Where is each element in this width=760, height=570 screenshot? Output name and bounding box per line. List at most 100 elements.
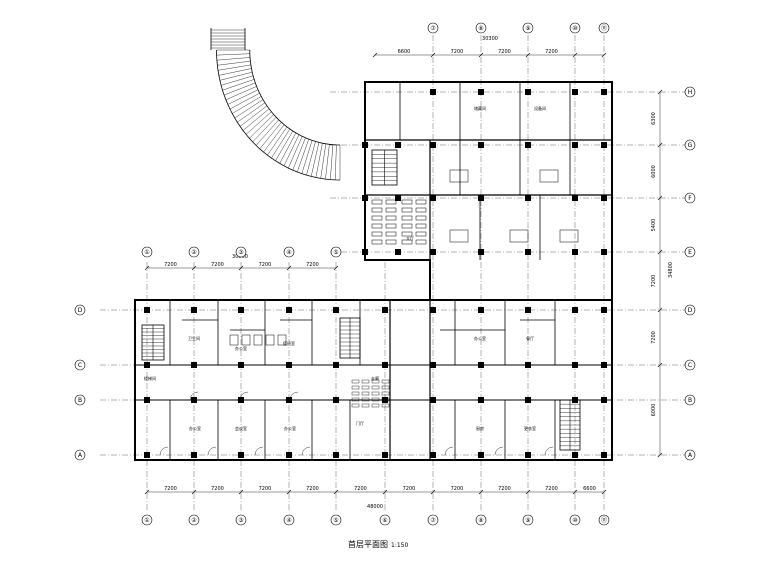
axis-bubble-row-left [74, 304, 86, 316]
ramp-tread [310, 142, 320, 177]
drawing-scale: 1:150 [391, 542, 409, 549]
dim-bottom-tick [525, 489, 531, 495]
axis-bubble-row-left-label: A [78, 452, 83, 459]
column [601, 89, 607, 95]
column [430, 195, 436, 201]
axis-bubble-bottom-label: ⑨ [525, 517, 530, 524]
seat [351, 397, 360, 402]
axis-bubble-left [188, 246, 200, 258]
axis-bubble-top-label: ⑪ [601, 24, 607, 32]
column [430, 307, 436, 313]
desk [401, 215, 413, 221]
axis-bubble-right-label: A [688, 452, 693, 459]
column [572, 249, 578, 255]
column [572, 142, 578, 148]
axis-bubble-bottom-label: ⑪ [601, 516, 607, 524]
column [382, 307, 388, 313]
dim-top-label: 6600 [398, 49, 411, 55]
axis-bubble-right-label: D [688, 307, 693, 314]
column [238, 362, 244, 368]
ramp-tread [259, 122, 282, 149]
ramp-tread [245, 111, 272, 135]
axis-bubble-right-label: E [688, 249, 692, 256]
table [449, 169, 469, 183]
dim-right-label: 6000 [651, 404, 657, 417]
dim-right-tick [657, 362, 663, 368]
desk [415, 223, 427, 229]
ramp-tread [222, 79, 255, 91]
desk [371, 199, 383, 205]
dim-bottom-label: 7200 [306, 486, 319, 492]
desk [401, 223, 413, 229]
seat [361, 397, 370, 402]
axis-bubble-bottom [283, 514, 295, 526]
axis-bubble-bottom-label: ⑦ [430, 517, 436, 524]
column [395, 195, 401, 201]
dim-bottom-label: 7200 [354, 486, 367, 492]
seat [361, 379, 370, 384]
column [525, 452, 531, 458]
column [238, 307, 244, 313]
axis-bubble-right [684, 304, 696, 316]
door-swing [289, 391, 299, 401]
dim-top-overall: 30300 [482, 36, 498, 42]
column [572, 362, 578, 368]
ramp-tread [292, 137, 306, 171]
axis-bubble-left-label: ④ [286, 249, 291, 256]
dim-top-label: 7200 [498, 49, 511, 55]
seat [381, 379, 390, 384]
ramp-tread [288, 136, 303, 169]
seat [371, 391, 380, 396]
column [430, 397, 436, 403]
dim-right-tick [657, 195, 663, 201]
axis-bubble-row-left-label: D [78, 307, 83, 314]
column [478, 452, 484, 458]
table [449, 229, 469, 243]
room-label: 走廊 [371, 375, 379, 381]
axis-bubble-bottom-label: ③ [238, 517, 243, 524]
room-label: 厨房 [476, 425, 484, 431]
ramp-tread [217, 60, 251, 66]
axis-bubble-top [598, 22, 610, 34]
axis-bubble-left [235, 246, 247, 258]
column [525, 142, 531, 148]
desk [371, 231, 383, 237]
axis-bubble-bottom [235, 514, 247, 526]
desk [371, 239, 383, 245]
column [395, 249, 401, 255]
dim-bottom-tick [333, 489, 339, 495]
axis-bubble-row-left [74, 394, 86, 406]
seat [371, 379, 380, 384]
dim-left-tick [286, 265, 292, 271]
column [478, 89, 484, 95]
dim-right-tick [657, 452, 663, 458]
column [286, 397, 292, 403]
column [601, 249, 607, 255]
axis-bubble-left [283, 246, 295, 258]
axis-bubble-bottom-label: ⑥ [382, 517, 387, 524]
dim-top-label: 7200 [451, 49, 464, 55]
dim-bottom-label: 7200 [403, 486, 416, 492]
column [430, 362, 436, 368]
dim-right-tick [657, 307, 663, 313]
column [601, 397, 607, 403]
column [478, 362, 484, 368]
column [191, 397, 197, 403]
dim-bottom-label: 6600 [583, 486, 596, 492]
axis-bubble-right-label: C [688, 362, 692, 369]
door-swing [189, 391, 199, 401]
dim-left-tick [333, 265, 339, 271]
axis-bubble-bottom [522, 514, 534, 526]
axis-bubble-bottom [379, 514, 391, 526]
furniture-layout [159, 169, 579, 456]
door-swing [494, 446, 504, 456]
column [430, 249, 436, 255]
room-label: 办公室 [284, 425, 296, 431]
room-label: 储藏间 [474, 105, 486, 111]
dim-top-tick [572, 52, 578, 58]
axis-bubble-left-label: ② [191, 249, 197, 256]
ramp-tread [263, 124, 285, 153]
axis-bubble-row-left [74, 359, 86, 371]
column [601, 142, 607, 148]
seat [351, 403, 360, 408]
